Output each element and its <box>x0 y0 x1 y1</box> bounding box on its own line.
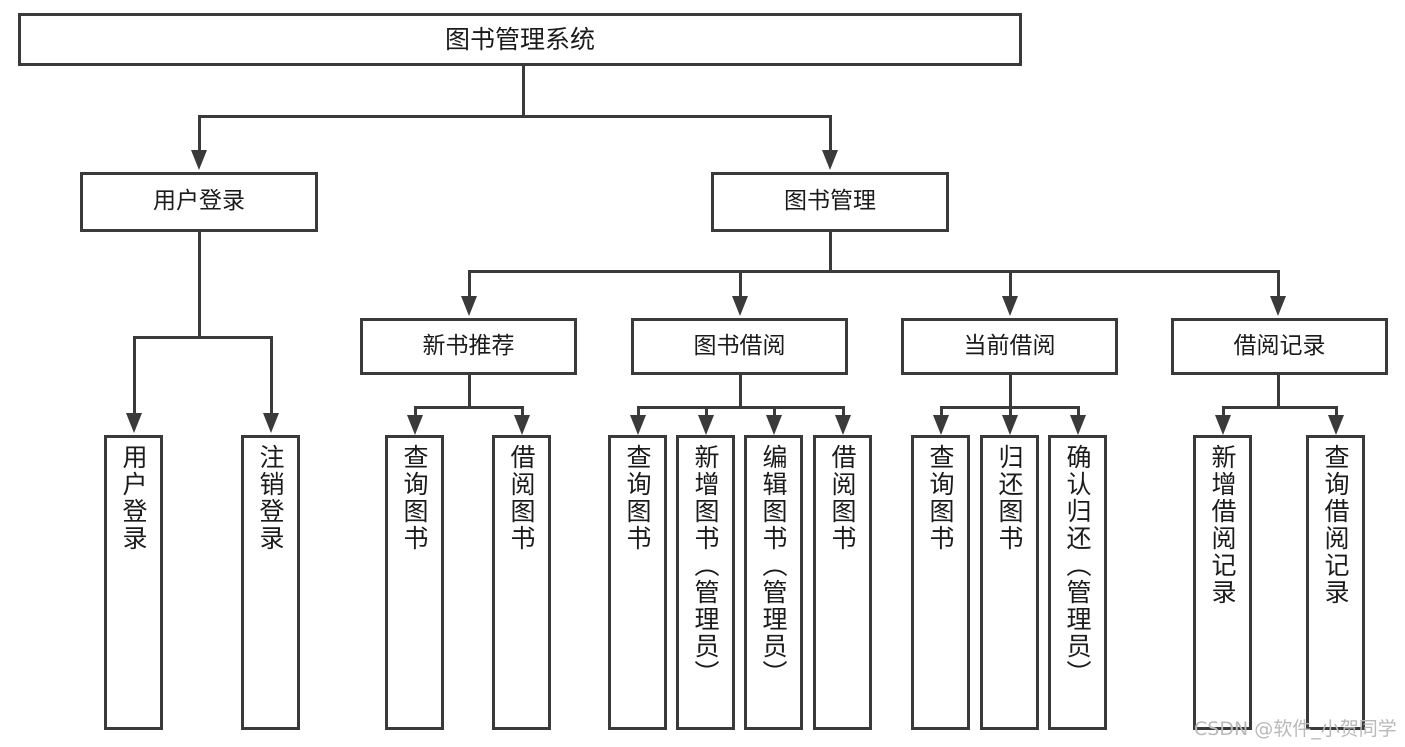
connector-cb-stem <box>1009 375 1012 408</box>
node-borrow-record[interactable]: 借阅记录 <box>1171 318 1388 375</box>
connector-cb-to-leaf2 <box>1009 406 1012 418</box>
connector-bm-to-nbr <box>468 270 471 298</box>
leaf-nbr-query-book-label: 查询图书 <box>400 444 429 552</box>
leaf-bb-edit-book-label: 编辑图书（管理员） <box>759 444 788 687</box>
leaf-bb-query-book[interactable]: 查询图书 <box>608 435 667 730</box>
arrowhead-cb-query-book <box>933 415 949 435</box>
connector-bb-bus <box>637 406 845 409</box>
leaf-br-add-record[interactable]: 新增借阅记录 <box>1193 435 1252 730</box>
connector-ul-to-leaf2 <box>270 336 273 416</box>
node-new-book-recommend[interactable]: 新书推荐 <box>360 318 577 375</box>
connector-root-bus <box>198 115 832 118</box>
connector-user-login-stem <box>198 232 201 337</box>
connector-br-bus <box>1222 406 1338 409</box>
node-user-login-label: 用户登录 <box>153 188 245 215</box>
node-root-label: 图书管理系统 <box>444 24 595 54</box>
node-borrow-record-label: 借阅记录 <box>1233 332 1326 359</box>
node-book-borrow[interactable]: 图书借阅 <box>631 318 848 375</box>
connector-ul-to-leaf1 <box>133 336 136 416</box>
leaf-br-query-record-label: 查询借阅记录 <box>1321 444 1350 606</box>
connector-bb-to-leaf1 <box>637 406 640 418</box>
arrowhead-leaf-user-login <box>126 413 142 433</box>
arrowhead-br-query-record <box>1328 415 1344 435</box>
leaf-bb-add-book-label: 新增图书（管理员） <box>691 444 720 687</box>
leaf-cb-confirm-return-label: 确认归还（管理员） <box>1063 444 1092 687</box>
leaf-cb-query-book[interactable]: 查询图书 <box>911 435 970 730</box>
arrowhead-bb-add-book <box>698 415 714 435</box>
leaf-nbr-borrow-book[interactable]: 借阅图书 <box>492 435 551 730</box>
leaf-nbr-query-book[interactable]: 查询图书 <box>385 435 444 730</box>
arrowhead-borrow-record <box>1270 296 1286 316</box>
leaf-br-query-record[interactable]: 查询借阅记录 <box>1306 435 1365 730</box>
leaf-bb-query-book-label: 查询图书 <box>623 444 652 552</box>
node-current-borrow[interactable]: 当前借阅 <box>901 318 1118 375</box>
arrowhead-bb-edit-book <box>766 415 782 435</box>
arrowhead-current-borrow <box>1002 296 1018 316</box>
connector-root-stem <box>522 66 525 116</box>
leaf-bb-borrow-book[interactable]: 借阅图书 <box>813 435 872 730</box>
leaf-nbr-borrow-book-label: 借阅图书 <box>507 444 536 552</box>
arrowhead-leaf-user-logout <box>263 413 279 433</box>
node-new-book-recommend-label: 新书推荐 <box>422 332 515 359</box>
connector-nbr-bus <box>414 406 524 409</box>
arrowhead-new-book-recommend <box>461 296 477 316</box>
connector-bm-to-br <box>1277 270 1280 298</box>
leaf-user-login-label: 用户登录 <box>119 444 148 552</box>
connector-root-to-book-manage <box>829 115 832 153</box>
connector-root-to-user-login <box>198 115 201 153</box>
connector-book-manage-stem <box>829 232 832 272</box>
connector-bb-stem <box>739 375 742 408</box>
arrowhead-book-borrow <box>732 296 748 316</box>
arrowhead-book-manage <box>822 150 838 170</box>
connector-bb-to-leaf4 <box>842 406 845 418</box>
node-book-manage-label: 图书管理 <box>784 188 876 215</box>
connector-nbr-stem <box>468 375 471 408</box>
node-user-login[interactable]: 用户登录 <box>80 172 318 232</box>
node-current-borrow-label: 当前借阅 <box>963 332 1056 359</box>
arrowhead-cb-confirm-return <box>1070 415 1086 435</box>
connector-book-manage-bus <box>468 270 1280 273</box>
leaf-user-login[interactable]: 用户登录 <box>104 435 163 730</box>
leaf-cb-query-book-label: 查询图书 <box>926 444 955 552</box>
connector-bm-to-cb <box>1009 270 1012 298</box>
arrowhead-user-login <box>191 150 207 170</box>
connector-bm-to-bb <box>739 270 742 298</box>
connector-bb-to-leaf2 <box>705 406 708 418</box>
leaf-bb-edit-book[interactable]: 编辑图书（管理员） <box>744 435 803 730</box>
leaf-cb-return-book-label: 归还图书 <box>995 444 1024 552</box>
node-book-manage[interactable]: 图书管理 <box>711 172 949 232</box>
leaf-user-logout[interactable]: 注销登录 <box>241 435 300 730</box>
leaf-bb-borrow-book-label: 借阅图书 <box>828 444 857 552</box>
connector-user-login-bus <box>133 336 273 339</box>
leaf-user-logout-label: 注销登录 <box>256 444 285 552</box>
connector-br-stem <box>1277 375 1280 408</box>
arrowhead-cb-return-book <box>1002 415 1018 435</box>
leaf-cb-return-book[interactable]: 归还图书 <box>980 435 1039 730</box>
node-book-borrow-label: 图书借阅 <box>693 332 786 359</box>
connector-br-to-leaf1 <box>1222 406 1225 418</box>
connector-br-to-leaf2 <box>1335 406 1338 418</box>
arrowhead-nbr-query-book <box>407 415 423 435</box>
arrowhead-nbr-borrow-book <box>514 415 530 435</box>
arrowhead-bb-borrow-book <box>835 415 851 435</box>
connector-nbr-to-leaf1 <box>414 406 417 418</box>
arrowhead-br-add-record <box>1215 415 1231 435</box>
connector-bb-to-leaf3 <box>773 406 776 418</box>
connector-cb-to-leaf1 <box>940 406 943 418</box>
leaf-cb-confirm-return[interactable]: 确认归还（管理员） <box>1048 435 1107 730</box>
leaf-bb-add-book[interactable]: 新增图书（管理员） <box>676 435 735 730</box>
leaf-br-add-record-label: 新增借阅记录 <box>1208 444 1237 606</box>
connector-nbr-to-leaf2 <box>521 406 524 418</box>
csdn-watermark: CSDN @软件_小贺同学 <box>1194 718 1397 740</box>
arrowhead-bb-query-book <box>630 415 646 435</box>
connector-cb-to-leaf3 <box>1077 406 1080 418</box>
node-root[interactable]: 图书管理系统 <box>18 13 1022 66</box>
